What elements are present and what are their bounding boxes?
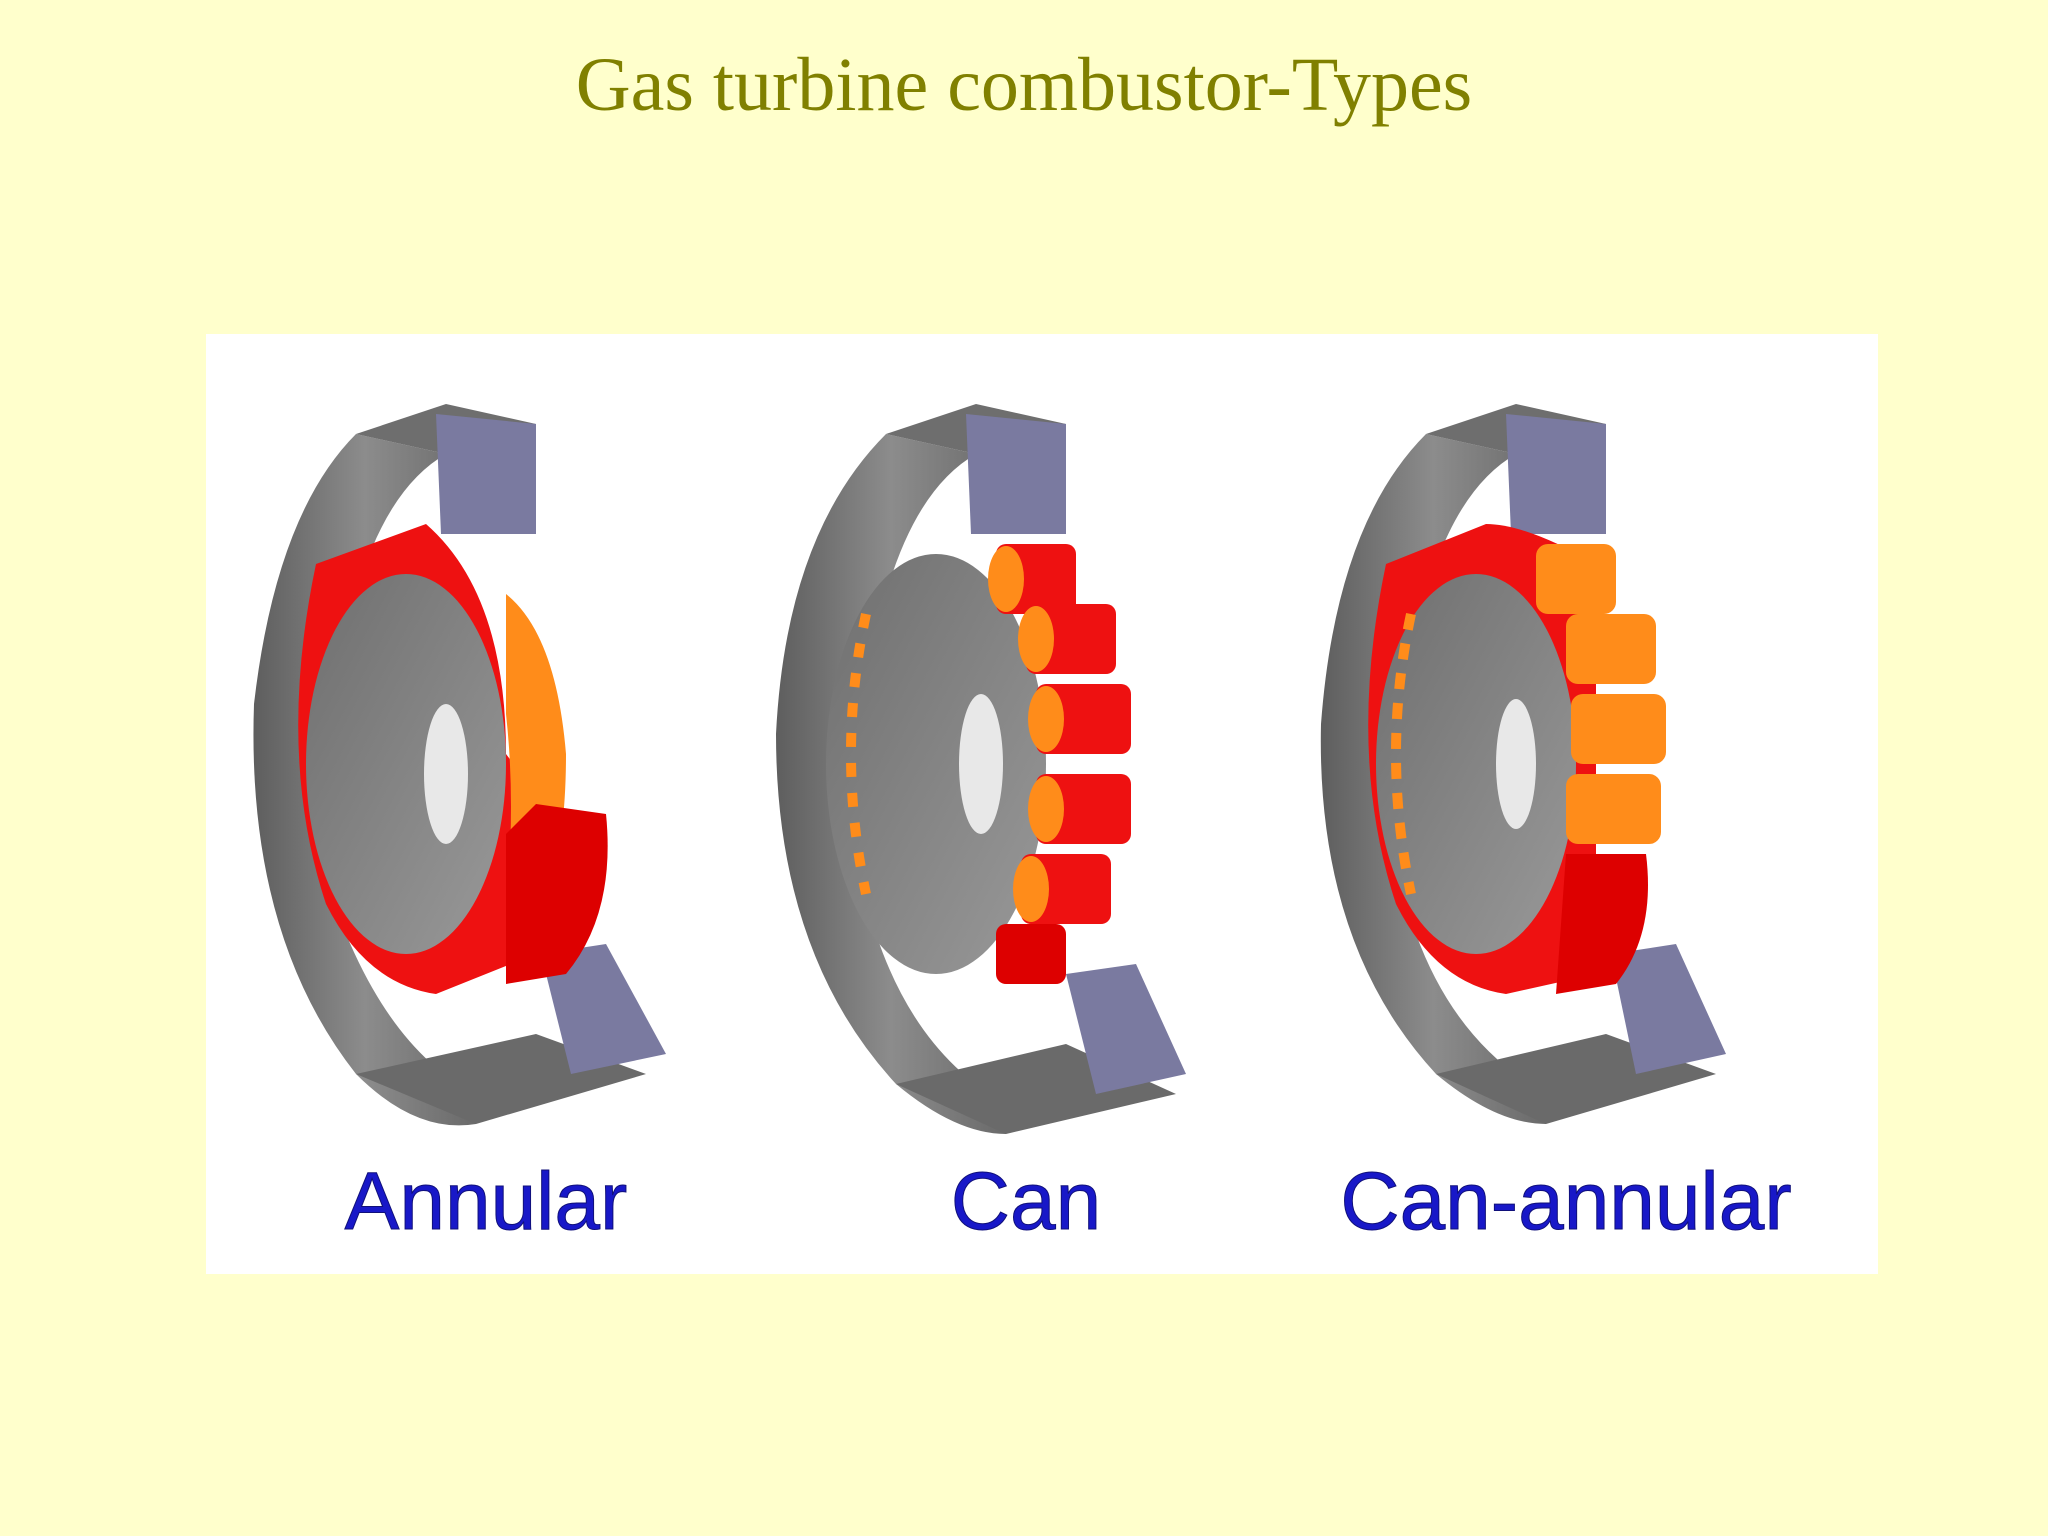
- annular-bottom-strut: [541, 944, 666, 1074]
- can-annular-core-hole: [1496, 699, 1536, 829]
- caption-can-annular: Can-annular: [1340, 1156, 1792, 1248]
- can-unit-end: [1028, 776, 1064, 842]
- can-unit-end: [1013, 856, 1049, 922]
- can-annular-can: [1571, 694, 1666, 764]
- can-unit-end: [1028, 686, 1064, 752]
- caption-can: Can: [950, 1156, 1102, 1248]
- can-annular-can: [1566, 774, 1661, 844]
- can-annular-outer-casing: [1320, 434, 1546, 1124]
- can-annular-ring-dots: [1391, 612, 1416, 896]
- can-unit-end: [988, 546, 1024, 612]
- can-bottom-strut: [1066, 964, 1186, 1094]
- slide-title: Gas turbine combustor-Types: [575, 43, 1473, 127]
- can-outer-casing: [776, 434, 1006, 1134]
- annular-core-hole: [424, 704, 468, 844]
- can-annular-red-sector: [1556, 854, 1648, 994]
- can-core: [826, 554, 1046, 974]
- can-combustor-drawing: [776, 404, 1186, 1134]
- annular-combustor-drawing: [253, 404, 666, 1126]
- can-annular-combustor-drawing: [1320, 404, 1726, 1124]
- can-unit-end: [1018, 606, 1054, 672]
- annular-top-strut: [436, 414, 536, 534]
- can-core-hole: [959, 694, 1003, 834]
- can-annular-top-strut: [1506, 414, 1606, 534]
- annular-core: [306, 574, 506, 954]
- can-annular-core: [1376, 574, 1576, 954]
- caption-annular: Annular: [344, 1156, 628, 1248]
- can-annular-bottom-strut: [1611, 944, 1726, 1074]
- annular-red-sector: [506, 804, 608, 984]
- can-annular-can: [1566, 614, 1656, 684]
- combustor-illustrations: [253, 404, 1726, 1134]
- can-unit: [996, 924, 1066, 984]
- combustor-types-figure: Annular Can Can-annular: [206, 334, 1878, 1274]
- can-annular-can: [1536, 544, 1616, 614]
- can-ring-dots: [846, 612, 871, 896]
- can-top-strut: [966, 414, 1066, 534]
